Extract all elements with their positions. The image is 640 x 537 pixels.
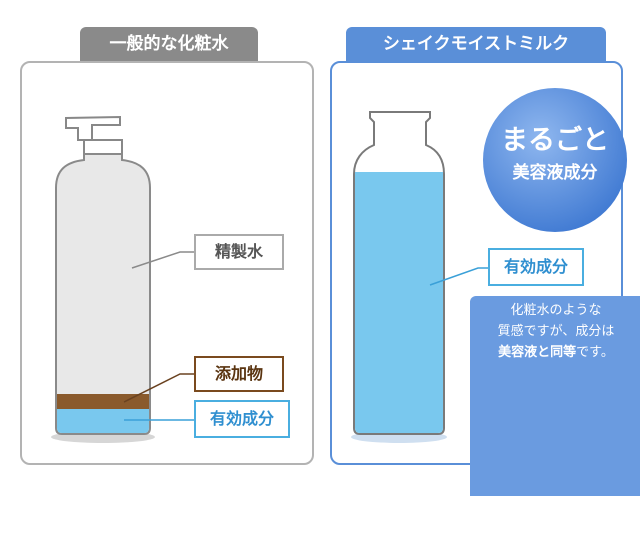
purified-water-label: 精製水 — [194, 234, 284, 270]
additive-leader — [123, 373, 194, 403]
texture-callout — [470, 296, 640, 496]
additive-label: 添加物 — [194, 356, 284, 392]
badge-line1: まるごと — [501, 125, 609, 156]
badge-line2: 美容液成分 — [512, 163, 598, 183]
badge-text: まるごと 美容液成分 — [483, 122, 627, 186]
texture-line2: 質感ですが、成分は — [497, 324, 615, 339]
additive-layer — [57, 394, 149, 409]
texture-line3-rest: です。 — [576, 345, 614, 360]
pump-neck — [83, 139, 123, 155]
active-layer-left — [57, 409, 149, 433]
texture-text: 化粧水のような 質感ですが、成分は 美容液と同等です。 — [478, 300, 634, 363]
active-leader-right — [429, 267, 488, 286]
tab-general-toner: 一般的な化粧水 — [80, 27, 258, 61]
water-leader — [131, 251, 194, 269]
left-bottle-body — [55, 153, 151, 435]
texture-photo-frame — [476, 368, 634, 494]
general-toner-panel — [20, 61, 314, 465]
pump-head — [65, 115, 121, 141]
active-ingredient-label-left: 有効成分 — [194, 400, 290, 438]
texture-line3: 美容液と同等です。 — [478, 342, 634, 363]
right-bottle-liquid — [355, 172, 443, 433]
texture-line1: 化粧水のような — [510, 303, 602, 318]
texture-line3-bold: 美容液と同等 — [498, 345, 577, 360]
tab-shake-moist-milk: シェイクモイストミルク — [346, 27, 606, 61]
active-ingredient-label-right: 有効成分 — [488, 248, 584, 286]
badge-circle — [483, 88, 627, 232]
